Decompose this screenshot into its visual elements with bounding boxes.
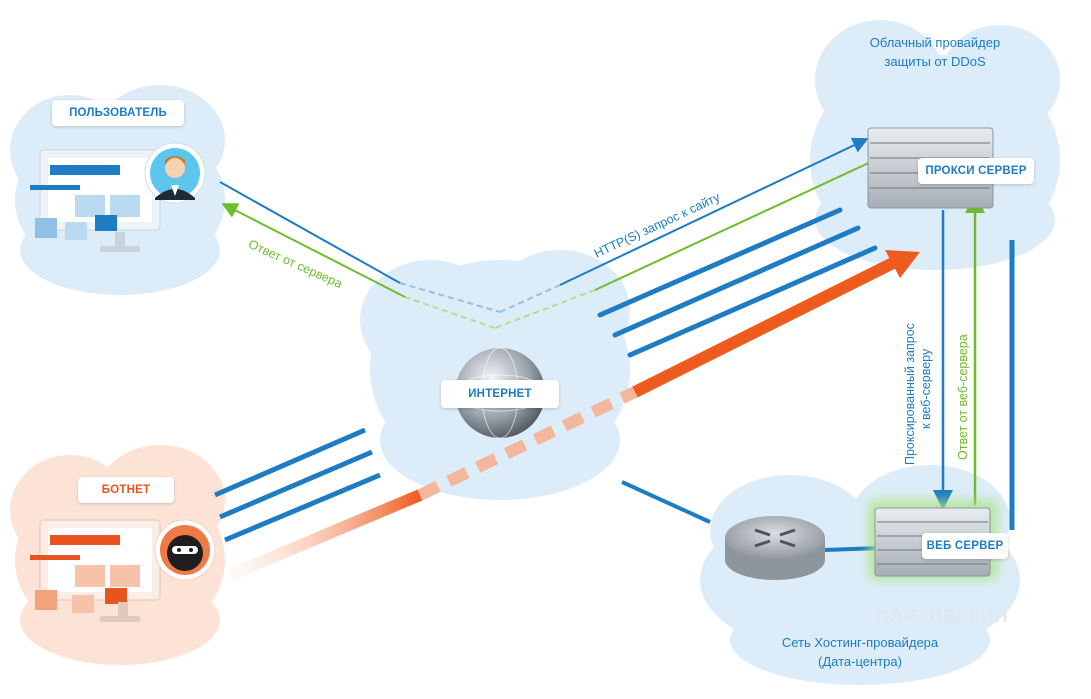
server-response-line [221, 159, 876, 329]
traffic-lines-from-botnet [214, 427, 381, 543]
internet-hosting-link [621, 480, 711, 524]
router-icon [725, 516, 825, 580]
ddos-attack-line [227, 250, 920, 581]
cloud-provider-line2: защиты от DDoS [884, 54, 986, 69]
hosting-network-line2: (Дата-центра) [818, 654, 902, 669]
web-server-label: ВЕБ СЕРВЕР [922, 533, 1008, 559]
watermark: ПАРТНЕРКИН [876, 606, 1009, 626]
hacker-avatar [154, 519, 216, 581]
ddos-arrowhead [885, 250, 920, 278]
proxied-request-line1: Проксированный запрос [903, 323, 917, 465]
user-avatar [144, 142, 206, 204]
user-request-line [219, 137, 869, 313]
proxied-request-label: Проксированный запрос к веб-серверу [902, 323, 934, 465]
proxied-request-line2: к веб-серверу [919, 348, 933, 429]
user-computer-icon [30, 149, 161, 252]
cloud-provider-line1: Облачный провайдер [869, 35, 1001, 50]
proxy-server-label: ПРОКСИ СЕРВЕР [918, 158, 1034, 184]
hosting-network-line1: Сеть Хостинг-провайдера [781, 635, 939, 650]
hosting-network-caption: Сеть Хостинг-провайдера (Дата-центра) [760, 633, 960, 671]
botnet-label: БОТНЕТ [78, 477, 174, 503]
internet-label: ИНТЕРНЕТ [441, 380, 559, 408]
traffic-lines-to-proxy [597, 207, 878, 358]
user-label: ПОЛЬЗОВАТЕЛЬ [52, 100, 184, 126]
cloud-provider-caption: Облачный провайдер защиты от DDoS [850, 33, 1020, 71]
webserver-response-label: Ответ от веб-сервера [956, 334, 970, 460]
botnet-computer-icon [30, 519, 161, 622]
